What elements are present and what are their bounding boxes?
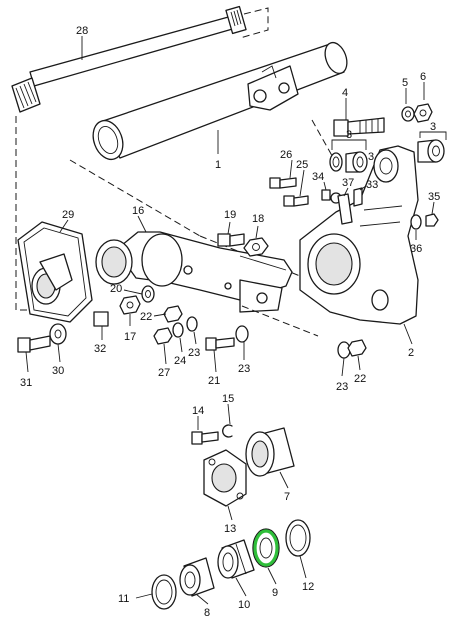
callout-label: 22 <box>354 373 366 385</box>
washer-part-23-left <box>186 316 198 332</box>
bushing-part-3-mid <box>345 151 368 173</box>
bolt-part-25 <box>283 195 309 207</box>
bracket-arm-part-16 <box>95 231 293 313</box>
callout-label: 16 <box>132 205 144 217</box>
washer-part-23-mid <box>235 325 249 343</box>
callout-label: 3 <box>430 121 436 133</box>
callout-labels: 28 1 5 6 4 3 3 3 26 25 34 37 33 35 36 29… <box>20 25 440 619</box>
long-bolt-part-4 <box>333 117 385 137</box>
callout-label: 14 <box>192 405 204 417</box>
nut-part-17 <box>119 295 141 315</box>
callout-label: 9 <box>272 587 278 599</box>
callout-label: 19 <box>224 209 236 221</box>
callout-label: 23 <box>336 381 348 393</box>
flange-cover-part-13 <box>203 449 247 507</box>
ring-part-11 <box>151 574 177 610</box>
washer-part-20 <box>141 285 155 303</box>
callout-label: 36 <box>410 243 422 255</box>
bolt-part-21 <box>205 337 235 351</box>
callout-label: 27 <box>158 367 170 379</box>
bolt-part-19 <box>217 233 245 247</box>
callout-label: 2 <box>408 347 414 359</box>
small-part-34 <box>321 189 331 201</box>
ring-part-12 <box>285 519 311 557</box>
callout-label: 3 <box>346 129 352 141</box>
callout-label: 32 <box>94 343 106 355</box>
callout-label: 23 <box>238 363 250 375</box>
callout-label: 10 <box>238 599 250 611</box>
callout-label: 21 <box>208 375 220 387</box>
callout-label: 1 <box>215 159 221 171</box>
flange-part-29 <box>17 221 93 323</box>
callout-label: 7 <box>284 491 290 503</box>
bearing-part-7 <box>245 427 295 477</box>
callout-label: 18 <box>252 213 264 225</box>
bushing-part-3-left <box>329 152 343 172</box>
callout-label: 17 <box>124 331 136 343</box>
nut-part-27 <box>153 327 173 345</box>
callout-label: 37 <box>342 177 354 189</box>
callout-label: 13 <box>224 523 236 535</box>
pin-part-33 <box>353 187 363 207</box>
callout-label: 25 <box>296 159 308 171</box>
callout-label: 8 <box>204 607 210 619</box>
callout-label: 26 <box>280 149 292 161</box>
wheel-carrier-part-2 <box>299 145 419 325</box>
washer-part-36 <box>410 214 422 230</box>
washer-part-30 <box>49 323 67 345</box>
circlip-part-15 <box>222 424 233 438</box>
callout-label: 30 <box>52 365 64 377</box>
callout-label: 12 <box>302 581 314 593</box>
nut-part-22-right <box>347 339 367 357</box>
washer-part-23-right <box>337 341 351 359</box>
callout-label: 29 <box>62 209 74 221</box>
nut-part-18 <box>243 237 269 257</box>
washer-part-24 <box>172 322 184 338</box>
bolt-part-14 <box>191 431 219 445</box>
callout-label: 11 <box>118 593 129 605</box>
callout-label: 24 <box>174 355 186 367</box>
callout-label: 20 <box>110 283 122 295</box>
nut-part-22 <box>163 305 183 323</box>
callout-label: 15 <box>222 393 234 405</box>
trailing-arm-tube-part-1 <box>92 41 348 161</box>
seal-part-9-highlighted <box>252 528 280 568</box>
callout-label: 5 <box>402 77 408 89</box>
callout-label: 34 <box>312 171 324 183</box>
bushing-part-32 <box>93 311 109 327</box>
callout-label: 6 <box>420 71 426 83</box>
callout-label: 28 <box>76 25 88 37</box>
sleeve-part-8 <box>179 557 215 597</box>
spacer-sleeve-part-10 <box>217 539 255 579</box>
nut-part-35 <box>425 213 439 227</box>
callout-label: 22 <box>140 311 152 323</box>
washer-part-5 <box>401 106 415 122</box>
callout-label: 4 <box>342 87 348 99</box>
callout-label: 3 <box>368 151 374 163</box>
leader-lines <box>25 36 435 605</box>
bolt-part-26 <box>269 177 297 189</box>
callout-label: 23 <box>188 347 200 359</box>
callout-label: 31 <box>20 377 32 389</box>
bolt-part-31 <box>17 335 51 353</box>
nut-part-6 <box>413 103 433 123</box>
bushing-part-3-right <box>417 139 445 163</box>
callout-label: 33 <box>366 179 378 191</box>
callout-label: 35 <box>428 191 440 203</box>
